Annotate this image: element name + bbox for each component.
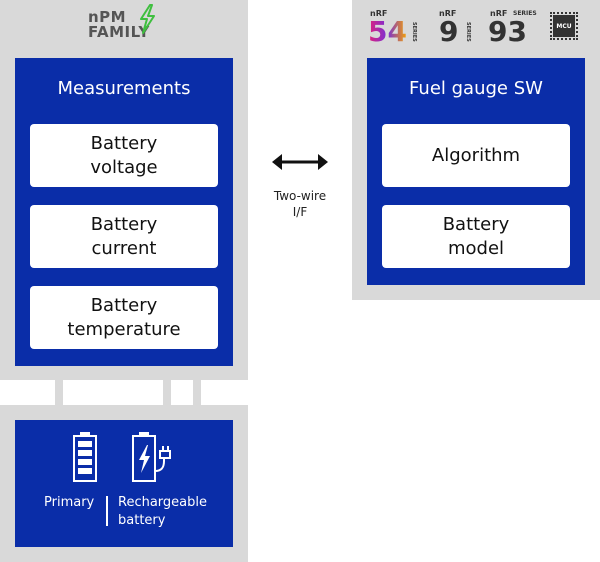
- npm-logo-line1: nPM: [88, 8, 127, 26]
- nrf9-prefix: nRF: [439, 9, 457, 18]
- mcu-chip-icon: MCU: [550, 12, 578, 40]
- nrf9-logo: nRF 9 SERIES: [435, 10, 479, 50]
- rechargeable-label: Rechargeable battery: [118, 495, 207, 528]
- connector-left: [55, 380, 63, 408]
- battery-divider: [106, 496, 108, 526]
- rechargeable-battery-icon: [132, 432, 171, 482]
- fuel-gauge-title: Fuel gauge SW: [409, 78, 543, 99]
- npm-logo-line2: FAMILY: [88, 23, 150, 41]
- nrf54-number: 54: [368, 15, 407, 48]
- bidirectional-arrow-icon: [272, 154, 328, 170]
- battery-current-box: Battery current: [30, 205, 218, 268]
- nrf93-series: SERIES: [513, 10, 537, 17]
- battery-temperature-box: Battery temperature: [30, 286, 218, 349]
- battery-block: [15, 420, 233, 547]
- lightning-icon: [140, 4, 155, 34]
- battery-voltage-box: Battery voltage: [30, 124, 218, 187]
- measurements-title: Measurements: [57, 78, 191, 99]
- npm-family-logo: nPM FAMILY: [88, 10, 168, 40]
- nrf54-prefix: nRF: [370, 9, 388, 18]
- connector-mid: [163, 380, 171, 408]
- primary-label: Primary: [44, 495, 95, 510]
- connector-right: [193, 380, 201, 408]
- battery-model-box: Battery model: [382, 205, 570, 268]
- nrf54-series: SERIES: [411, 22, 417, 42]
- nrf93-prefix: nRF: [490, 9, 508, 18]
- nrf9-series: SERIES: [465, 22, 471, 42]
- nrf9-number: 9: [439, 15, 459, 48]
- primary-battery-icon: [73, 432, 97, 482]
- nrf93-number: 93: [488, 15, 527, 48]
- two-wire-interface-label: Two-wire I/F: [273, 189, 327, 219]
- algorithm-box: Algorithm: [382, 124, 570, 187]
- nrf93-logo: nRF SERIES 93: [486, 10, 542, 50]
- nrf54-logo: nRF 54 SERIES: [366, 10, 422, 50]
